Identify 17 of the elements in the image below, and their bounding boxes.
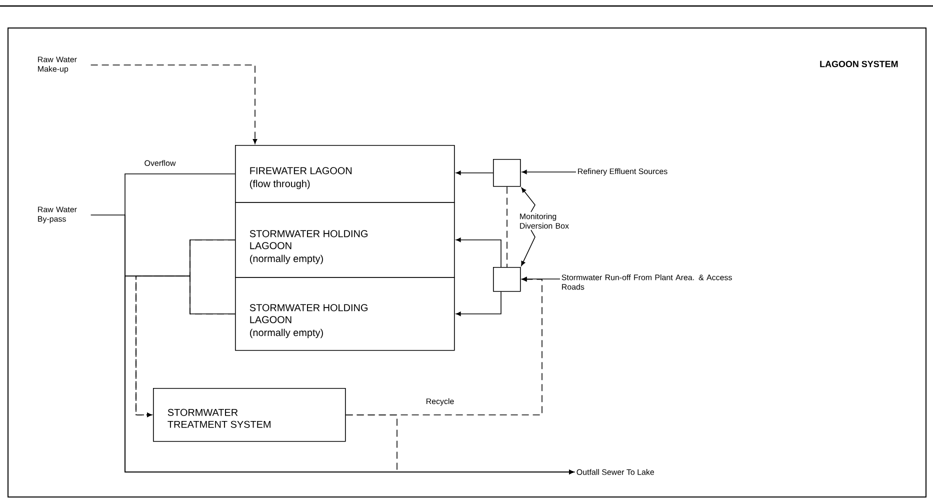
connector-line: [136, 276, 236, 418]
connector-line: [456, 170, 494, 176]
lagoon-box: FIREWATER LAGOON (flow through): [235, 145, 455, 203]
connector-line: [345, 414, 574, 474]
diversion-box: [493, 159, 521, 187]
lagoon-box: STORMWATER HOLDING LAGOON (normally empty): [235, 202, 455, 278]
connector-line: [522, 170, 576, 174]
process-box: STORMWATER TREATMENT SYSTEM: [153, 388, 346, 442]
connector-line: [506, 186, 508, 268]
connector-line: [456, 238, 502, 268]
diagram-title: LAGOON SYSTEM: [820, 60, 898, 68]
lagoon-box: STORMWATER HOLDING LAGOON (normally empty): [235, 277, 455, 351]
connector-line: [90, 64, 258, 144]
leader-line: [521, 188, 536, 212]
diversion-box: [493, 267, 521, 292]
leader-line: [521, 230, 536, 266]
connector-line: [456, 291, 502, 316]
